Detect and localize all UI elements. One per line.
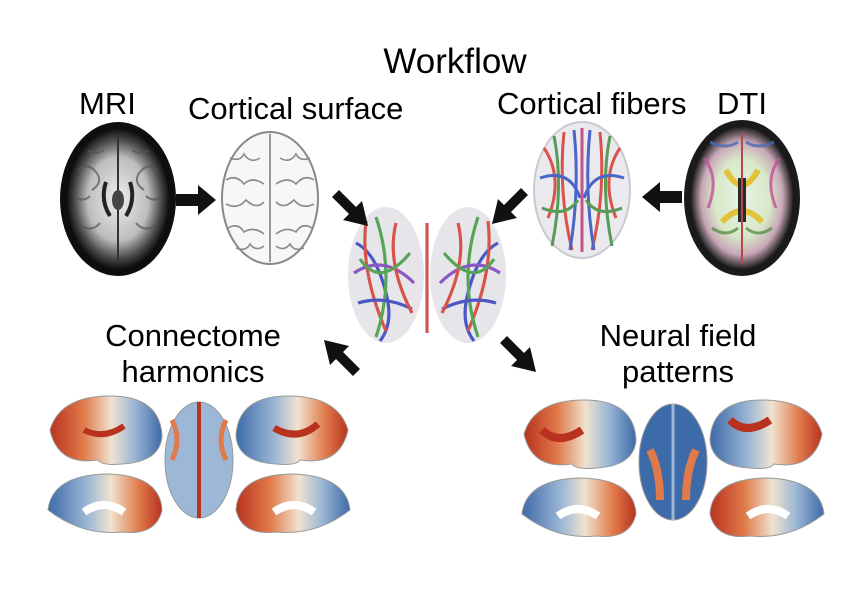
label-dti: DTI bbox=[717, 86, 767, 121]
label-cortical-fibers: Cortical fibers bbox=[497, 86, 687, 121]
label-cortical-surface: Cortical surface bbox=[188, 91, 404, 126]
label-connectome-line1: Connectome bbox=[105, 318, 281, 353]
label-neural-field-patterns: Neural field patterns bbox=[578, 318, 778, 389]
label-mri: MRI bbox=[79, 86, 136, 121]
neural-field-maps-icon bbox=[521, 399, 825, 538]
cortical-surface-brain-icon bbox=[221, 131, 319, 265]
label-neural-field-line1: Neural field bbox=[599, 318, 757, 353]
arrow-dti-to-fibers bbox=[642, 182, 682, 212]
connectome-fiber-brain-icon bbox=[348, 207, 506, 343]
label-connectome-line2: harmonics bbox=[121, 353, 265, 389]
label-connectome-harmonics: Connectome harmonics bbox=[88, 318, 298, 389]
arrow-connectome-to-neural-field bbox=[500, 336, 536, 372]
cortical-fibers-brain-icon bbox=[533, 121, 631, 259]
arrow-surface-to-connectome bbox=[332, 190, 368, 226]
arrow-connectome-to-harmonics bbox=[324, 340, 360, 376]
arrow-mri-to-surface bbox=[176, 185, 216, 215]
diagram-title: Workflow bbox=[383, 42, 527, 81]
mri-axial-brain-icon bbox=[60, 122, 176, 276]
arrow-fibers-to-connectome bbox=[492, 188, 528, 224]
label-neural-field-line2: patterns bbox=[621, 353, 734, 389]
dti-axial-brain-icon bbox=[684, 120, 800, 276]
cortical-pattern-maps-icon bbox=[47, 395, 351, 534]
